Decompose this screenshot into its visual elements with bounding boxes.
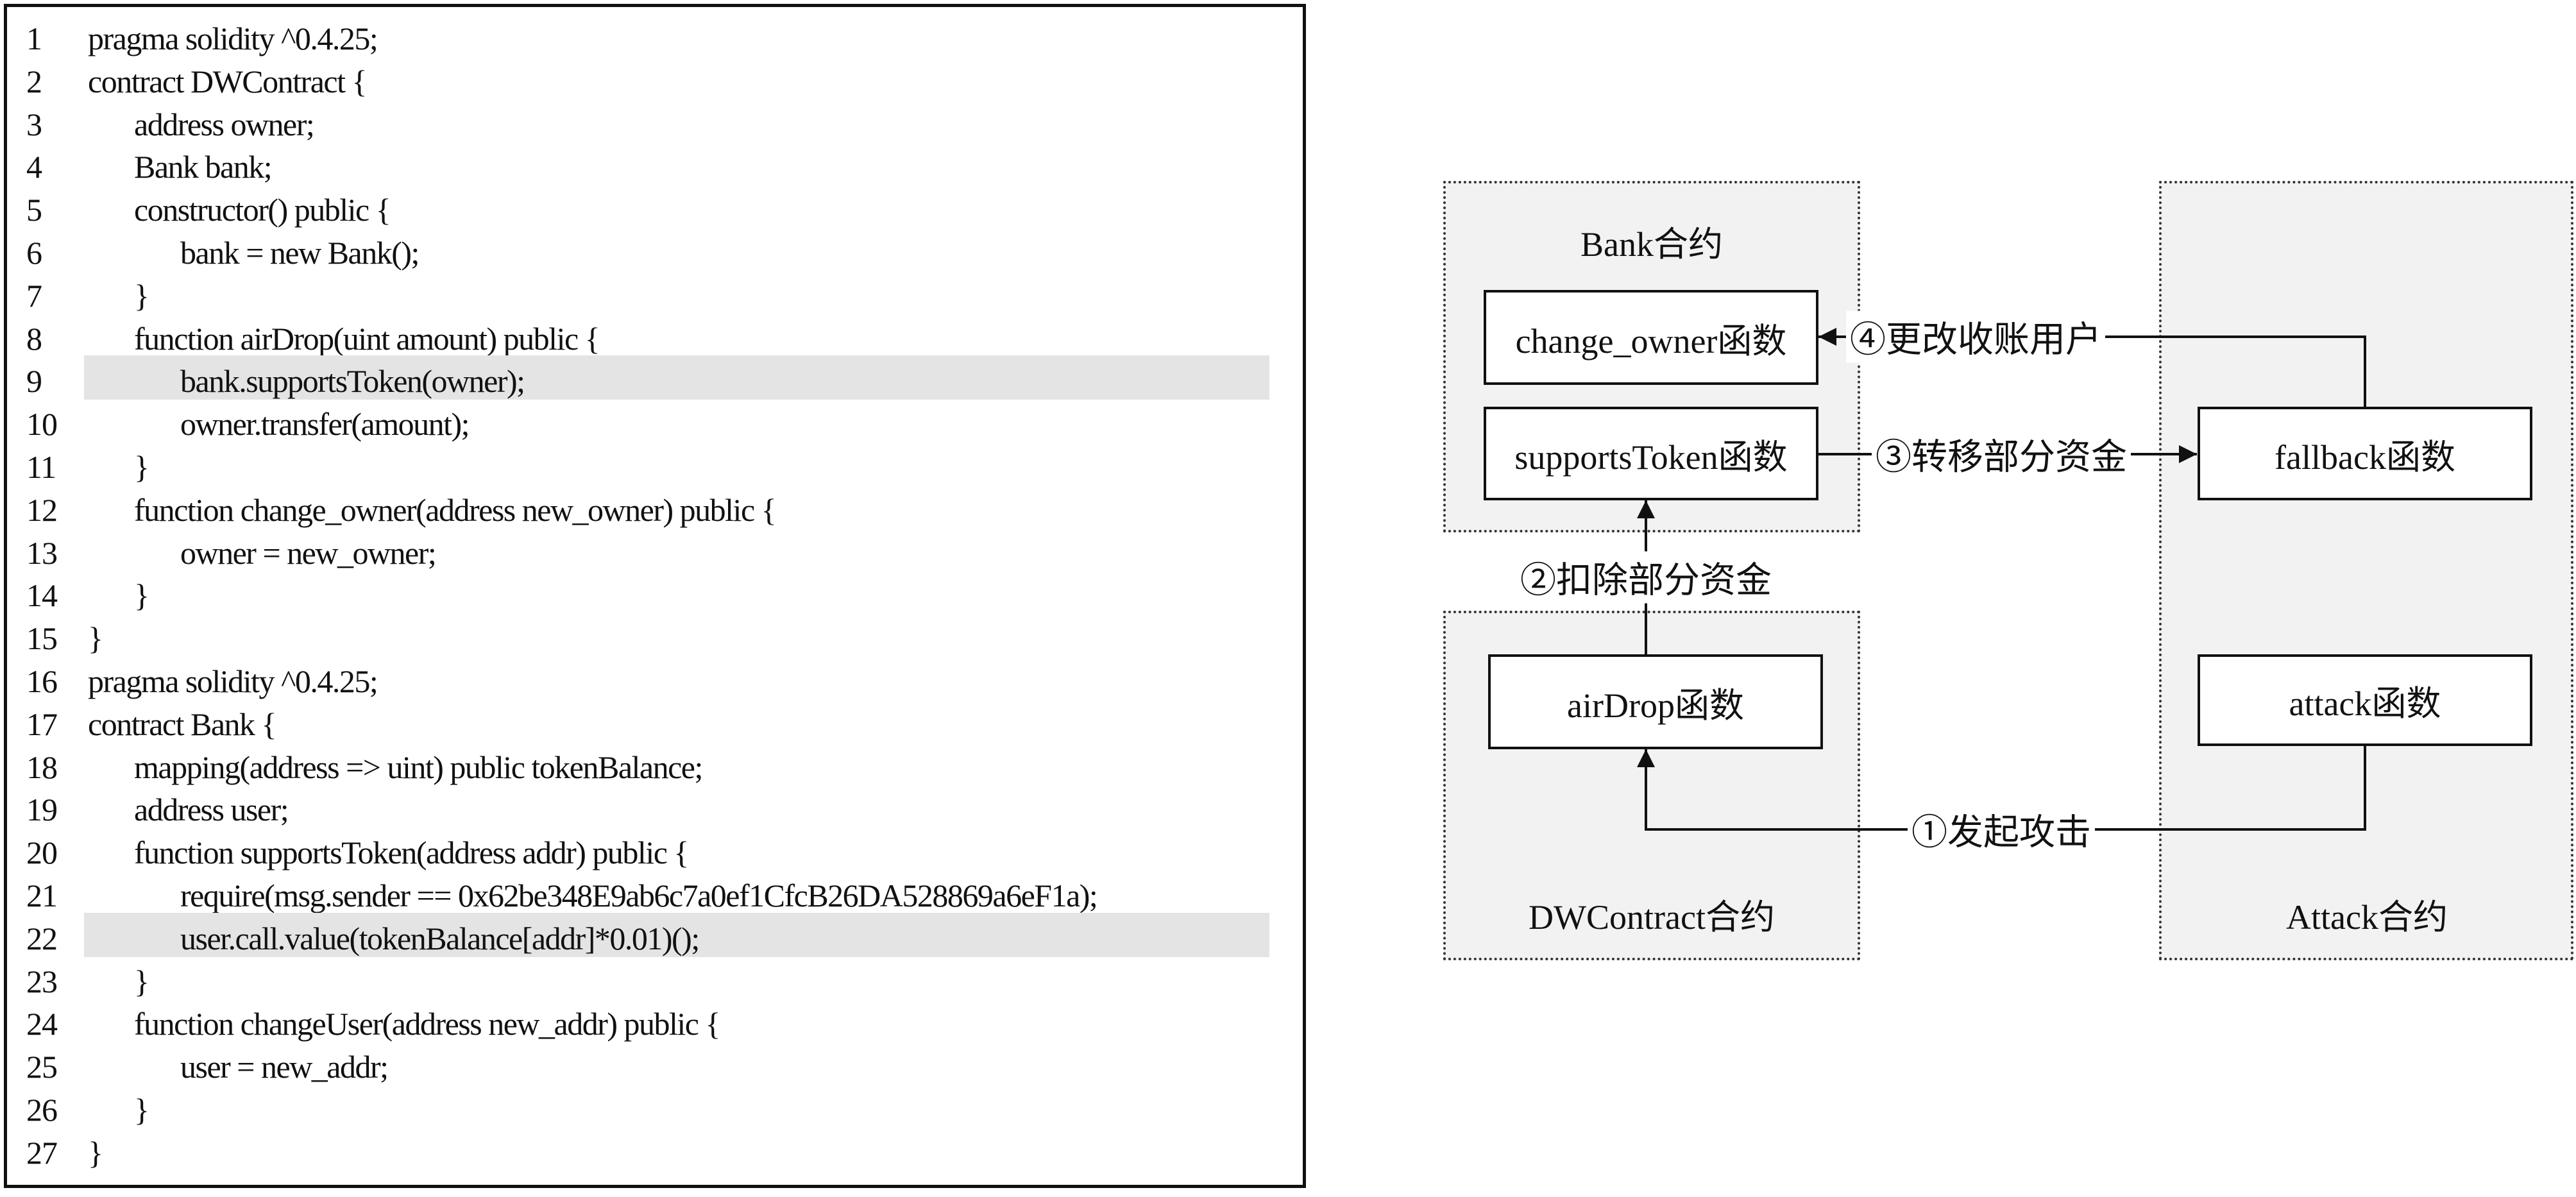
code-line: 2 contract DWContract {	[7, 56, 1264, 99]
code-line: 19 address user;	[7, 785, 1264, 828]
code-text: }	[88, 1134, 103, 1171]
edge-step2-label: ②扣除部分资金	[1516, 551, 1775, 604]
bank-contract-label: Bank合约	[1580, 225, 1723, 264]
line-number: 6	[26, 235, 42, 271]
code-text: }	[134, 277, 149, 314]
line-number: 7	[26, 277, 42, 314]
line-number: 3	[26, 106, 42, 142]
line-number: 23	[26, 963, 58, 999]
line-number: 5	[26, 192, 42, 228]
supports-token-function-box: supportsToken函数	[1484, 407, 1818, 500]
code-text: bank = new Bank();	[180, 235, 419, 271]
dwcontract-label: DWContract合约	[1529, 898, 1775, 937]
code-text: }	[134, 577, 149, 614]
line-number: 4	[26, 149, 42, 185]
code-panel: 1 pragma solidity ^0.4.25; 2 contract DWCon…	[4, 4, 1306, 1188]
code-line: 21 require(msg.sender == 0x62be348E9ab6c7…	[7, 870, 1264, 913]
code-line: 18 mapping(address => uint) public tokenB…	[7, 742, 1264, 785]
code-line: 22 user.call.value(tokenBalance[addr]*0.0…	[7, 912, 1269, 957]
code-line: 7}	[7, 271, 1264, 314]
line-number: 26	[26, 1092, 58, 1128]
code-text: Bank bank;	[134, 149, 273, 185]
line-number: 1	[26, 21, 42, 56]
code-text: function airDrop(uint amount) public {	[134, 320, 600, 357]
attack-function-box: attack函数	[2198, 654, 2532, 746]
line-number: 24	[26, 1006, 58, 1042]
code-text: constructor() public {	[134, 192, 391, 228]
code-text: user = new_addr;	[180, 1049, 389, 1085]
code-line: 26}	[7, 1085, 1264, 1128]
code-text: address user;	[134, 792, 289, 828]
code-text: owner.transfer(amount);	[180, 406, 470, 443]
line-number: 27	[26, 1134, 58, 1171]
line-number: 22	[26, 920, 58, 956]
code-text: function changeUser(address new_addr) pu…	[134, 1006, 720, 1042]
line-number: 15	[26, 620, 58, 657]
code-line: 20 function supportsToken(address addr) p…	[7, 828, 1264, 870]
change-owner-function-box: change_owner函数	[1484, 290, 1818, 385]
code-text: function change_owner(address new_owner)…	[134, 491, 777, 528]
line-number: 17	[26, 706, 58, 742]
code-text: address owner;	[134, 106, 315, 142]
code-text: pragma solidity ^0.4.25;	[88, 663, 378, 699]
edge-step4-label: ④更改收账用户	[1846, 310, 2105, 363]
line-number: 9	[26, 363, 42, 400]
code-text: }	[134, 449, 149, 485]
code-line: 4 Bank bank;	[7, 142, 1264, 185]
code-line: 27}	[7, 1128, 1264, 1171]
line-number: 8	[26, 320, 42, 357]
edge-step1-label: ①发起攻击	[1908, 803, 2095, 856]
line-number: 19	[26, 792, 58, 828]
code-text: require(msg.sender == 0x62be348E9ab6c7a0…	[180, 878, 1098, 913]
code-line: 17 contract Bank {	[7, 699, 1264, 742]
code-text: }	[134, 963, 149, 999]
line-number: 14	[26, 577, 58, 614]
code-line: 6 bank = new Bank();	[7, 228, 1264, 271]
line-number: 18	[26, 749, 58, 785]
code-line: 24 function changeUser(address new_addr) …	[7, 999, 1264, 1042]
code-line: 16 pragma solidity ^0.4.25;	[7, 656, 1264, 699]
code-text: user.call.value(tokenBalance[addr]*0.01)…	[180, 920, 700, 956]
line-number: 10	[26, 406, 58, 443]
code-text: bank.supportsToken(owner);	[180, 363, 525, 400]
line-number: 12	[26, 491, 58, 528]
line-number: 11	[26, 449, 56, 485]
line-number: 25	[26, 1049, 58, 1085]
code-text: function supportsToken(address addr) pub…	[134, 835, 689, 871]
code-line: 10 owner.transfer(amount);	[7, 399, 1264, 442]
code-line: 12 function change_owner(address new_owne…	[7, 485, 1264, 528]
code-line: 3 address owner;	[7, 99, 1264, 142]
attack-contract-label: Attack合约	[2286, 898, 2448, 937]
fallback-function-box: fallback函数	[2198, 407, 2532, 500]
code-line: 25 user = new_addr;	[7, 1042, 1264, 1085]
airdrop-function-box: airDrop函数	[1488, 654, 1823, 749]
line-number: 21	[26, 878, 58, 913]
code-line: 9 bank.supportsToken(owner);	[7, 355, 1269, 400]
code-text: owner = new_owner;	[180, 534, 437, 571]
code-line: 13 owner = new_owner;	[7, 528, 1264, 571]
code-line: 23}	[7, 956, 1264, 999]
code-line: 5 constructor() public {	[7, 185, 1264, 228]
code-text: }	[134, 1092, 149, 1128]
line-number: 2	[26, 63, 42, 99]
code-text: contract Bank {	[88, 706, 277, 742]
line-number: 20	[26, 835, 58, 871]
code-text: mapping(address => uint) public tokenBal…	[134, 749, 703, 785]
edge-step3-label: ③转移部分资金	[1872, 428, 2131, 480]
line-number: 13	[26, 534, 58, 571]
code-line: 1 pragma solidity ^0.4.25;	[7, 13, 1264, 56]
code-line: 15}	[7, 613, 1264, 656]
code-text: }	[88, 620, 103, 657]
line-number: 16	[26, 663, 58, 699]
code-line: 11}	[7, 442, 1264, 485]
code-text: contract DWContract {	[88, 63, 367, 99]
code-text: pragma solidity ^0.4.25;	[88, 21, 378, 56]
code-line: 14}	[7, 570, 1264, 613]
code-line: 8 function airDrop(uint amount) public {	[7, 314, 1264, 357]
